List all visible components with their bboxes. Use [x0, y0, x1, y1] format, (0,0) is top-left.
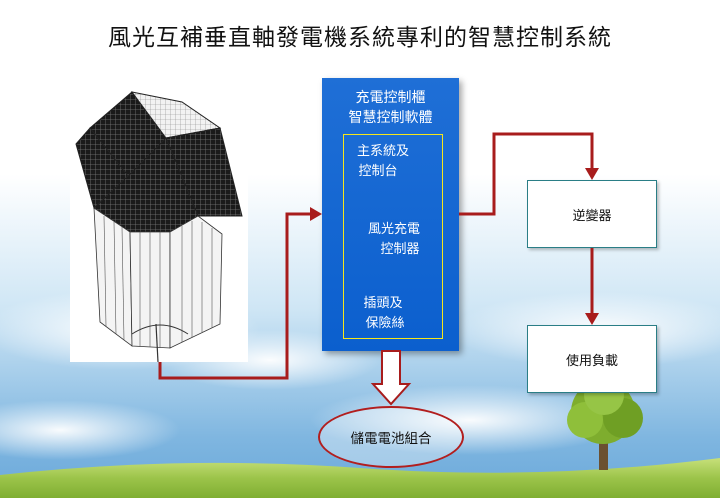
wind-solar-turbine-image [70, 84, 248, 363]
tree-trunk [599, 430, 608, 470]
plug-line1: 插頭及 [363, 296, 403, 311]
battery-label: 儲電電池組合 [350, 431, 432, 447]
cabinet-title: 充電控制櫃 [355, 90, 426, 106]
charger-line1: 風光充電 [367, 222, 420, 237]
charger-line2: 控制器 [380, 242, 420, 257]
load-box: 使用負載 [527, 325, 657, 393]
battery-ellipse: 儲電電池組合 [318, 406, 464, 468]
charge-control-cabinet: 充電控制櫃 智慧控制軟體 [322, 78, 459, 351]
inverter-label: 逆變器 [572, 208, 612, 224]
software-title: 智慧控制軟體 [348, 110, 433, 126]
plug-line2: 保險絲 [365, 316, 405, 331]
main-system-line1: 主系統及 [356, 144, 409, 159]
main-system-line2: 控制台 [358, 164, 398, 179]
turbine-drawing [75, 91, 243, 363]
page-title: 風光互補垂直軸發電機系統專利的智慧控制系統 [108, 25, 612, 51]
inverter-box: 逆變器 [527, 180, 657, 248]
load-label: 使用負載 [565, 353, 618, 369]
controller-inner-box [343, 134, 443, 339]
